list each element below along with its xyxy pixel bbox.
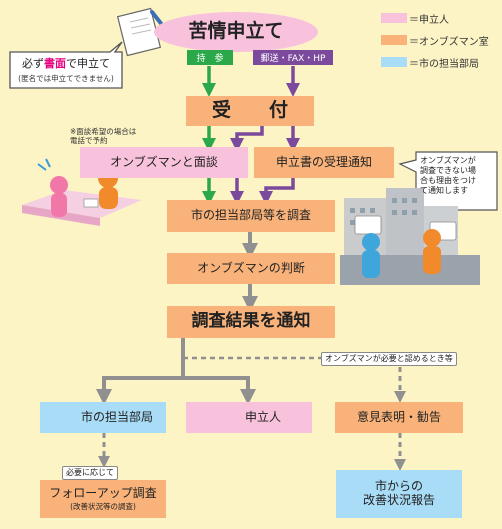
- followup-box: フォローアップ調査 (改善状況等の調査): [40, 480, 166, 518]
- note-prefix: 必ず: [22, 57, 44, 70]
- speech-bubble-note: [9, 41, 123, 89]
- when-needed-label: オンブズマンが必要と認めるとき等: [321, 352, 457, 366]
- judgment-box: オンブズマンの判断: [167, 253, 335, 284]
- legend-label-ombudsman: ＝オンブズマン室: [409, 37, 489, 48]
- city-report-box: 市からの 改善状況報告: [336, 470, 462, 518]
- document-pen-icon: [116, 7, 165, 57]
- legend-label-city: ＝市の担当部局: [409, 59, 479, 70]
- investigate-box: 市の担当部局等を調査: [167, 200, 335, 232]
- dept-box: 市の担当部局: [40, 402, 166, 433]
- note-highlight: 書面: [44, 57, 66, 70]
- dept-label: 市の担当部局: [80, 409, 153, 424]
- followup-sub: (改善状況等の調査): [70, 501, 136, 511]
- legend-swatch-ombudsman: [381, 35, 407, 45]
- legend-swatch-city: [381, 57, 407, 67]
- as-needed-label: 必要に応じて: [62, 466, 118, 480]
- city-buildings-illustration: [340, 188, 480, 285]
- written-requirement-note: 必ず書面で申立て (匿名では申立てできません): [14, 55, 118, 84]
- interview-box: オンブズマンと面談: [80, 147, 248, 178]
- applicant-label: 申立人: [244, 409, 281, 424]
- note-suffix: で申立て: [66, 57, 110, 70]
- result-notice-box: 調査結果を通知: [167, 306, 335, 338]
- receipt-notice-box: 申立書の受理通知: [254, 147, 394, 178]
- opinion-box: 意見表明・勧告: [335, 402, 463, 433]
- legend-label-applicant: ＝申立人: [409, 15, 449, 26]
- interview-illustration: [22, 158, 142, 226]
- cannot-investigate-note: オンブズマンが 調査できない場 合も理由をつけ て通知します: [420, 156, 476, 195]
- method-carry-pill: 持 参: [187, 50, 233, 65]
- method-mail-pill: 郵送・FAX・HP: [253, 50, 333, 65]
- followup-title: フォローアップ調査: [49, 485, 157, 500]
- complaint-oval: [154, 12, 318, 52]
- legend-swatch-applicant: [381, 13, 407, 23]
- interview-reservation-note: ※面談希望の場合は 電話で予約: [70, 127, 137, 145]
- applicant-box: 申立人: [186, 402, 312, 433]
- note-anonymous: (匿名では申立てできません): [18, 74, 114, 83]
- reception-box: 受 付: [186, 96, 314, 126]
- complaint-title: 苦情申立て: [188, 20, 284, 43]
